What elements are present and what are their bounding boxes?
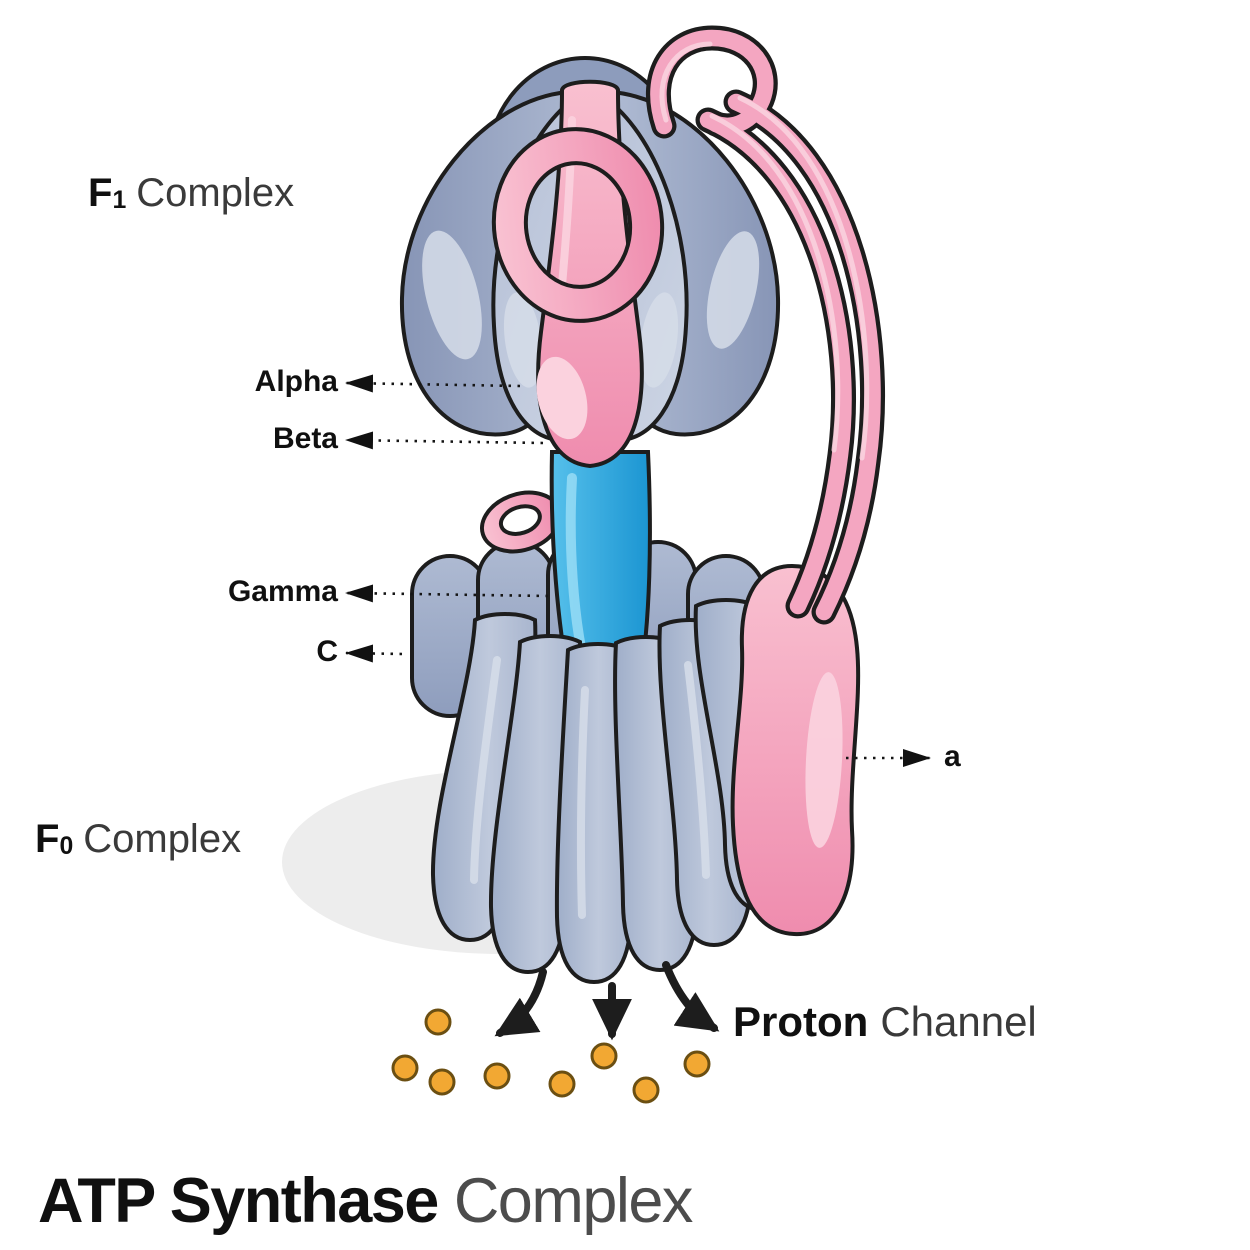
proton-dot [483, 1062, 511, 1090]
lobe-highlight [639, 292, 679, 388]
epsilon-loop [480, 490, 562, 554]
c-ring-highlights [470, 656, 710, 919]
proton-dots [391, 1008, 711, 1104]
stalk-bulb-highlight [536, 356, 588, 440]
beta-callout-line [345, 431, 544, 450]
f1-label-word: Complex [136, 171, 295, 215]
lobe-highlight [422, 230, 482, 360]
c-callout-label: C [316, 635, 338, 668]
proton-arrow-right [662, 961, 720, 1032]
stalk-sheen [737, 95, 870, 461]
proton-channel-regular: Channel [880, 998, 1037, 1045]
stalk-loop-shape [491, 127, 665, 323]
proton-dot [632, 1076, 660, 1104]
stalk-sheen [659, 41, 713, 123]
proton-channel-bold: Proton [733, 998, 869, 1045]
callout-lines [345, 374, 931, 767]
f1-letter: F [88, 171, 113, 215]
proton-dot [590, 1042, 618, 1070]
f0-label-bold: F0 [35, 817, 73, 861]
beta-callout-label: Beta [272, 422, 338, 455]
proton-arrow-left [494, 968, 547, 1037]
c-callout-line [345, 644, 403, 663]
lobe-highlight [503, 292, 543, 388]
alpha-callout-line [345, 374, 521, 393]
gamma-callout-line [345, 584, 549, 603]
f0-subscript: 0 [59, 832, 74, 860]
f0-label-word: Complex [83, 817, 242, 861]
f1-label-bold: F1 [88, 171, 126, 215]
epsilon-loop-shape [480, 490, 562, 554]
a-subunit-highlight [805, 672, 843, 848]
proton-dot [683, 1050, 711, 1078]
a-subunit-body [730, 563, 861, 937]
proton-dot [391, 1054, 419, 1082]
a-subunit [730, 563, 861, 937]
proton-dot [548, 1070, 576, 1098]
stalk-sheen [709, 113, 841, 453]
alpha-callout-label: Alpha [254, 365, 338, 398]
title-regular: Complex [453, 1166, 694, 1236]
leg-highlight [470, 656, 501, 884]
lobe-highlight [706, 231, 760, 349]
leg-highlight [577, 686, 589, 919]
f0-letter: F [35, 817, 60, 861]
f1-subscript: 1 [112, 186, 127, 214]
head-highlights [422, 230, 760, 388]
proton-dot [428, 1068, 456, 1096]
peripheral-stalk-sheen [659, 41, 870, 461]
leg-highlight [684, 661, 710, 879]
title-bold: ATP Synthase [38, 1166, 439, 1236]
f1-head [399, 56, 781, 469]
stalk-loop [491, 127, 665, 323]
peripheral-stalk [646, 25, 885, 625]
gamma-callout-label: Gamma [227, 575, 338, 608]
proton-flow-arrows [494, 961, 720, 1041]
proton-dot [424, 1008, 452, 1036]
a-callout-label: a [944, 740, 961, 773]
